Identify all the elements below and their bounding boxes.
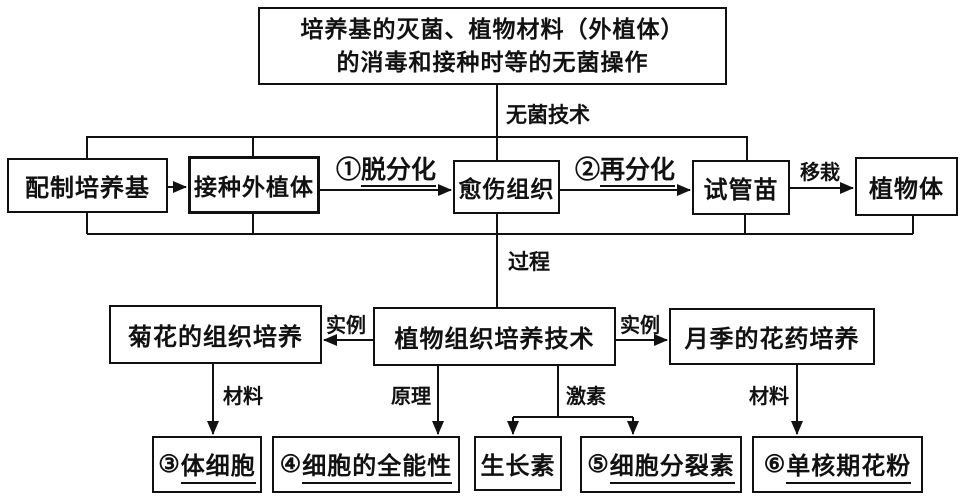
label-transplant: 移栽 <box>800 162 840 184</box>
cytokinin-label: 细胞分裂素 <box>609 446 735 484</box>
aseptic-operations-line2: 的消毒和接种时等的无菌操作 <box>336 50 649 75</box>
label-material-left: 材料 <box>223 386 263 408</box>
somatic-cell-label: 体细胞 <box>180 446 256 484</box>
box-test-tube-plantlet: 试管苗 <box>692 160 790 215</box>
auxin-label: 生长素 <box>480 454 556 480</box>
box-inoculate-explant: 接种外植体 <box>188 156 320 214</box>
circled-5-icon: ⑤ <box>587 452 610 478</box>
label-redifferentiation: ②再分化 <box>557 150 693 187</box>
circled-3-icon: ③ <box>158 452 181 478</box>
box-callus: 愈伤组织 <box>453 160 560 214</box>
label-hormone: 激素 <box>566 386 606 408</box>
label-material-right: 材料 <box>749 386 789 408</box>
box-plant-body: 植物体 <box>855 157 958 216</box>
circled-2-icon: ② <box>574 157 600 184</box>
label-example-right: 实例 <box>620 315 660 337</box>
box-chrysanthemum-tissue-culture: 菊花的组织培养 <box>109 305 322 364</box>
label-principle: 原理 <box>391 386 431 408</box>
label-process: 过程 <box>508 250 550 274</box>
circled-4-icon: ④ <box>279 452 303 478</box>
aseptic-operations-line1: 培养基的灭菌、植物材料（外植体） <box>300 16 685 42</box>
redifferentiation-text: 再分化 <box>600 157 676 187</box>
circled-1-icon: ① <box>335 157 361 184</box>
cell-totipotency-label: 细胞的全能性 <box>302 446 453 484</box>
box-auxin: 生长素 <box>474 436 562 491</box>
label-dedifferentiation: ①脱分化 <box>318 150 454 187</box>
dedifferentiation-text: 脱分化 <box>361 157 437 187</box>
box-aseptic-operations: 培养基的灭菌、植物材料（外植体） 的消毒和接种时等的无菌操作 <box>258 7 727 85</box>
circled-6-icon: ⑥ <box>763 452 787 478</box>
uninucleate-pollen-label: 单核期花粉 <box>786 446 912 484</box>
label-aseptic-technique: 无菌技术 <box>506 103 590 127</box>
box-rose-anther-culture: 月季的花药培养 <box>669 308 875 365</box>
label-example-left: 实例 <box>326 315 366 337</box>
box-prepare-medium: 配制培养基 <box>7 158 168 213</box>
box-plant-tissue-culture-technique: 植物组织培养技术 <box>373 307 616 366</box>
